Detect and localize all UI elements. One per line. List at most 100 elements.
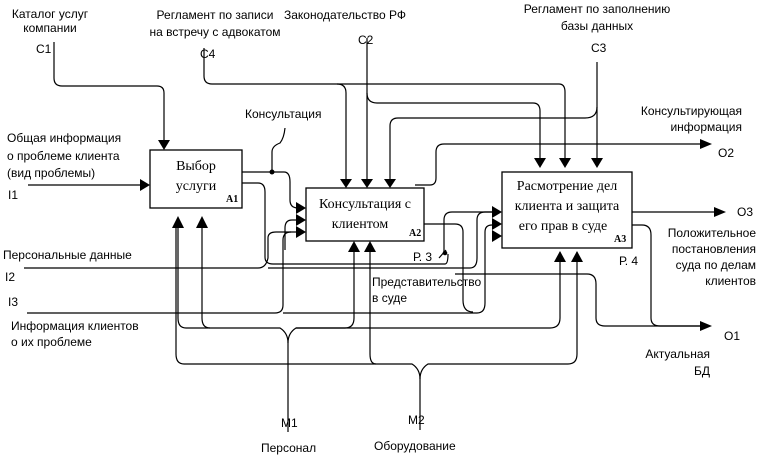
junction-dot-2: [442, 250, 448, 256]
i1-label-line1: Общая информация: [7, 131, 121, 145]
block-a3-line1: Расмотрение дел: [517, 179, 617, 194]
arrow-a1-a2: [206, 171, 299, 209]
arrowhead-a2-c4: [340, 179, 352, 188]
i3-code: I3: [8, 295, 18, 309]
block-a2-number: A2: [409, 228, 421, 239]
o2-code: O2: [718, 146, 734, 160]
o1-label-line2: БД: [694, 364, 710, 378]
i1-code: I1: [8, 188, 18, 202]
block-a3[interactable]: Расмотрение дел клиента и защита его пра…: [501, 171, 633, 249]
c4-label-line2: на встречу с адвокатом: [149, 25, 280, 39]
c2-label-line1: Законодательство РФ: [284, 8, 406, 22]
arrowhead-a3-m2: [571, 251, 583, 262]
m1-label: Персонал: [261, 441, 316, 455]
c2-code: C2: [358, 33, 374, 47]
arrowhead-a3-m1: [554, 251, 566, 262]
arrow-m1: [177, 228, 289, 432]
m2-code: M2: [408, 413, 425, 427]
arrow-a2-a3: [415, 223, 474, 313]
block-a3-line2: клиента и защита: [515, 199, 620, 214]
arrowhead-a3-c3: [591, 158, 603, 168]
arrow-c4-a3: [337, 83, 566, 158]
block-a3-frame: [501, 171, 633, 249]
arrowhead-a1-m2: [196, 216, 208, 228]
c3-code: C3: [591, 41, 607, 55]
arrowhead-a2-m1: [348, 241, 360, 252]
arrowhead-c1: [158, 140, 170, 150]
block-a2[interactable]: Консультация с клиентом A2: [305, 187, 425, 242]
o3-code: O3: [737, 205, 753, 219]
block-a3-line3: его прав в суде: [519, 219, 608, 234]
o1-label-line1: Актуальная: [645, 347, 710, 361]
o2-label-line1: Консультирующая: [641, 104, 742, 118]
o3-label-line3: суда по делам: [676, 258, 756, 272]
control-labels: Каталог услуг компании C1 Регламент по з…: [12, 2, 670, 61]
consult-leader: [271, 127, 286, 172]
block-a2-frame: [305, 187, 425, 242]
c3-label-line2: базы данных: [561, 19, 633, 33]
m2-label: Оборудование: [374, 439, 456, 453]
arrowhead-a2-c3: [384, 179, 396, 188]
arrow-c3-a2: [389, 106, 598, 181]
arrow-i2: [24, 231, 296, 269]
i1-label-line3: (вид проблемы): [7, 166, 95, 180]
arrowhead-a3-c2: [534, 158, 546, 168]
block-a2-line1: Консультация с: [319, 197, 411, 212]
arrow-m1-b: [287, 252, 355, 344]
arrow-o1-loop: [455, 273, 700, 327]
c1-code: C1: [36, 42, 52, 56]
arrow-m2: [175, 228, 421, 430]
arrowhead-a3-in2: [492, 218, 502, 230]
arrow-a2-a3-b: [443, 211, 494, 253]
arrowhead-a2-c2: [361, 179, 373, 188]
output-labels: Консультирующая информация O2 O3 Положит…: [641, 104, 756, 378]
arrowheads: [140, 139, 726, 331]
o2-label-line2: информация: [670, 120, 742, 134]
o3-label-line2: постановления: [672, 242, 756, 256]
block-a1-line2: услуги: [176, 179, 217, 194]
mechanism-labels: M1 Персонал M2 Оборудование: [261, 413, 456, 455]
block-a2-line2: клиентом: [332, 217, 389, 232]
arrow-c2-a3: [366, 92, 541, 158]
i1-label-line2: о проблеме клиента: [7, 149, 120, 163]
arrowhead-a3-in3: [492, 230, 502, 242]
arrowhead-a2-m2: [364, 241, 376, 252]
c3-label-line1: Регламент по заполнению: [524, 2, 671, 16]
arrow-m1-c: [296, 252, 561, 329]
arrow-m2-c: [369, 252, 377, 365]
arrow-a1-mech: [201, 228, 211, 329]
internal-labels: Консультация Представительство в суде Р.…: [245, 107, 638, 305]
arrow-c4: [203, 48, 347, 181]
block-a1-frame: [149, 149, 243, 209]
arrowhead-a3-c4: [559, 158, 571, 168]
arrowhead-o3: [714, 207, 726, 217]
i3-label-line2: о их проблеме: [11, 335, 92, 349]
arrowhead-o1: [700, 321, 712, 331]
arrow-m2-b: [419, 252, 578, 380]
i2-label-line1: Персональные данные: [3, 248, 132, 262]
arrow-a2-in3: [284, 219, 296, 250]
arrowhead-i1: [140, 179, 150, 191]
o3-label-line4: клиентов: [705, 274, 756, 288]
arrow-i3-cont: [283, 224, 493, 314]
block-a1-line1: Выбор: [176, 159, 216, 174]
ref-p3: Р. 3: [413, 250, 432, 264]
block-a1-number: A1: [226, 194, 238, 205]
junction-dot: [269, 169, 275, 175]
representation-label-line1: Представительство: [372, 275, 481, 289]
connections: [24, 38, 714, 432]
arrowhead-a3-in1: [492, 206, 502, 218]
c4-label-line1: Регламент по записи: [157, 8, 274, 22]
block-a1[interactable]: Выбор услуги A1: [149, 149, 243, 209]
i3-label-line1: Информация клиентов: [11, 319, 139, 333]
c1-label-line2: компании: [23, 21, 77, 35]
arrowhead-o2: [700, 139, 712, 149]
arrow-c1: [53, 42, 165, 140]
arrow-o2: [415, 143, 700, 186]
representation-label-line2: в суде: [372, 291, 407, 305]
arrow-o1: [631, 224, 700, 327]
m1-code: M1: [281, 416, 298, 430]
ref-p4: Р. 4: [619, 254, 638, 268]
